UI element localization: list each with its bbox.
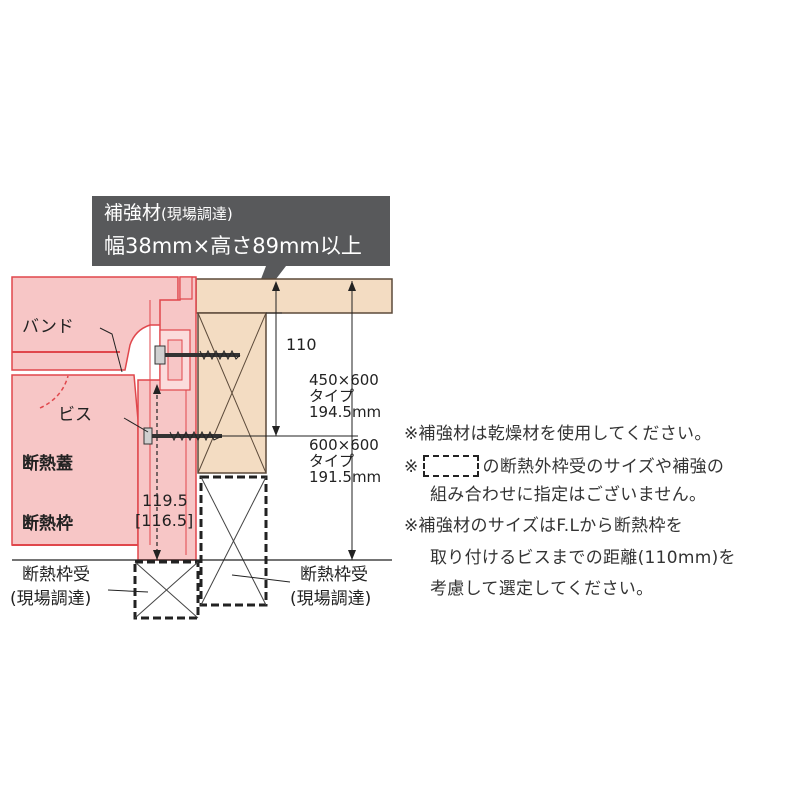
dim-type450-size: 450×600 [309,371,379,389]
label-frame-receiver-right-sub: (現場調達) [290,589,372,609]
note-1: ※補強材は乾燥材を使用してください。 [404,424,712,444]
dim-type450-value: 194.5mm [309,403,382,421]
upper-screw-thread [199,349,241,361]
callout-title-sub: (現場調達) [161,205,233,223]
upper-screw-head [154,345,166,365]
dim-110-arrow-bottom [272,426,280,436]
label-frame-receiver-right: 断熱枠受 [300,565,368,585]
note-3-line-2: 取り付けるビスまでの距離(110mm)を [430,548,736,568]
dim-119-arrow-top [153,384,161,394]
frame-channel-inner [167,339,183,381]
callout-spec: 幅38mm×高さ89mm以上 [104,234,362,258]
dim-type600-value: 191.5mm [309,468,382,486]
label-frame-receiver-left-sub: (現場調達) [10,589,92,609]
dim-type450-word: タイプ [309,387,355,405]
label-screw: ビス [58,405,92,425]
callout-box [92,196,390,266]
dim-110-text: 110 [286,335,317,354]
dim-110-arrow-top [272,281,280,291]
label-frame-receiver-left: 断熱枠受 [22,565,90,585]
note-2-line-2: 組み合わせに指定はございません。 [430,485,707,505]
reinforcement-cross-b [197,312,267,474]
dim-total-arrow-bottom [348,550,356,560]
dim-total-arrow-top [348,281,356,291]
floor-board [195,278,393,314]
receiver-left-cross-b [134,561,199,619]
label-insulated-frame: 断熱枠 [22,514,73,534]
receiver-left-leader [107,589,149,593]
label-band: バンド [22,317,74,337]
dashed-box-symbol [422,455,479,477]
dim-type600-size: 600×600 [309,436,379,454]
lid-arc [39,375,69,409]
dim-type600-word: タイプ [309,452,355,470]
frame-top-lip [179,276,193,300]
note-2-line-1: ※の断熱外枠受のサイズや補強の [404,455,725,477]
lower-screw-thread [169,430,223,442]
label-insulated-lid: 断熱蓋 [22,454,73,474]
receiver-right-cross-b [200,476,267,606]
receiver-right-leader [231,574,291,583]
dim-height-alt: [116.5] [135,511,194,530]
band-leader [99,327,123,373]
callout-title: 補強材(現場調達) [104,202,233,224]
dim-height-main: 119.5 [142,491,188,510]
dim-119-arrow-bottom [153,550,161,560]
note-3-line-1: ※補強材のサイズはF.Lから断熱枠を [404,516,684,536]
screw-leader [123,417,149,433]
note-3-line-3: 考慮して選定してください。 [430,579,654,599]
